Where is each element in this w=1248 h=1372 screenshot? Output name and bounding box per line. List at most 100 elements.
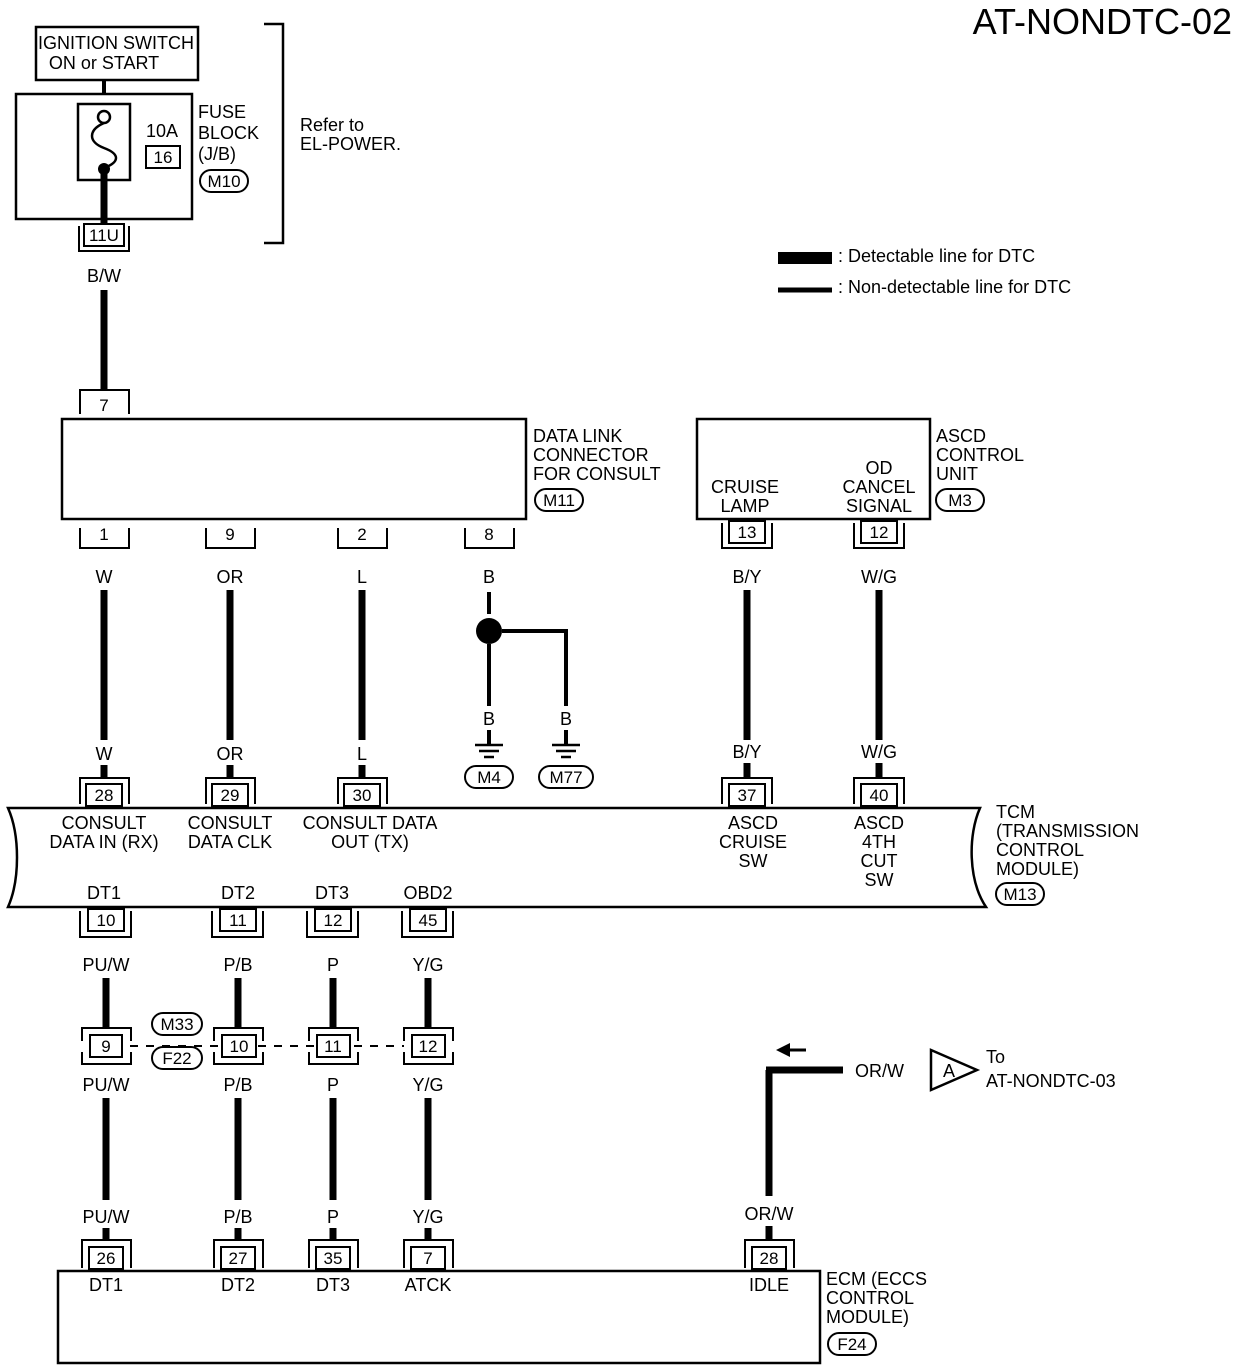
wire-label-pb-2: P/B — [223, 1075, 252, 1095]
ecm-pin-28-bracket — [744, 1239, 795, 1268]
ascd-pin-13-box — [728, 520, 766, 544]
ecm-pin-7-bracket — [403, 1239, 454, 1268]
joint-pin-10: 10 — [230, 1037, 249, 1056]
tcm-pin-30: 30 — [353, 786, 372, 805]
tcm-pin-28-bracket — [79, 777, 130, 804]
wire-label-w-top: W — [96, 567, 113, 587]
joint-pin-9: 9 — [101, 1037, 110, 1056]
tcm-pin-37: 37 — [738, 786, 757, 805]
wire-label-yg-1: Y/G — [412, 955, 443, 975]
fuse-terminal-text: 11U — [89, 226, 119, 245]
fuse-link — [90, 121, 118, 170]
joint-pin-12-top-bracket — [403, 1027, 454, 1041]
tcm-pin-40: 40 — [870, 786, 889, 805]
ecm-connector-text: F24 — [837, 1335, 866, 1354]
legend: : Detectable line for DTC : Non-detectab… — [778, 246, 1071, 297]
tcm-connector-text: M13 — [1003, 885, 1036, 904]
tcm-pin-10-bracket — [79, 911, 132, 938]
ascd-pin-12-box — [860, 520, 898, 544]
ecm-pin-35-box — [315, 1246, 351, 1270]
wire-label-b-m77: B — [560, 709, 572, 729]
dlc-label-2: CONNECTOR — [533, 445, 649, 465]
joint-f22-badge — [151, 1046, 203, 1070]
cruise-lamp-line1: CRUISE — [711, 477, 779, 497]
tcm-ascd-cruise-1: ASCD — [728, 813, 778, 833]
tcm-connector-badge — [995, 882, 1045, 906]
dlc-pin-8: 8 — [484, 525, 493, 544]
fuse-label-3: (J/B) — [198, 144, 236, 164]
tcm-pin-10: 10 — [97, 911, 116, 930]
wire-label-or-bottom: OR — [217, 744, 244, 764]
tcm-label-dt1: DT1 — [87, 883, 121, 903]
joint-pin-10-top-bracket — [213, 1027, 264, 1041]
tcm-pin-29-box — [211, 783, 249, 807]
offpage-letter: A — [943, 1061, 955, 1081]
tcm-pin-28: 28 — [95, 786, 114, 805]
tcm-label-obd2: OBD2 — [403, 883, 452, 903]
wire-b-branch — [502, 629, 568, 706]
tcm-consult-clk-2: DATA CLK — [188, 832, 272, 852]
ecm-pin-26: 26 — [97, 1249, 116, 1268]
ecm-pin-35: 35 — [324, 1249, 343, 1268]
ascd-label-2: CONTROL — [936, 445, 1024, 465]
tcm-label-2: (TRANSMISSION — [996, 821, 1139, 841]
wire-label-pb-1: P/B — [223, 955, 252, 975]
wire-label-orw-2: OR/W — [745, 1204, 794, 1224]
ground-m4-text: M4 — [477, 768, 501, 787]
od-cancel-line3: SIGNAL — [846, 496, 912, 516]
joint-pin-9-bottom-bracket — [81, 1052, 132, 1065]
fuse-label-2: BLOCK — [198, 123, 259, 143]
tcm-pin-29-bracket — [205, 777, 256, 804]
wire-label-b-top: B — [483, 567, 495, 587]
ignition-switch: IGNITION SWITCH ON or START — [34, 25, 200, 82]
ecm-pin-label-atck: ATCK — [405, 1275, 452, 1295]
tcm-label-dt2: DT2 — [221, 883, 255, 903]
dlc-pin-2: 2 — [357, 525, 366, 544]
wire-label-w-bottom: W — [96, 744, 113, 764]
tcm-pin-45-box — [409, 908, 447, 932]
ascd-pin-13-bracket — [721, 523, 773, 549]
direction-arrow-icon — [776, 1043, 790, 1057]
ecm-label-1: ECM (ECCS — [826, 1269, 927, 1289]
ascd-label-3: UNIT — [936, 464, 978, 484]
wire-label-p-3: P — [327, 1207, 339, 1227]
wire-label-l-bottom: L — [357, 744, 367, 764]
wire-label-bw: B/W — [87, 266, 121, 286]
ground-m4-badge — [464, 765, 514, 789]
ignition-switch-line1: IGNITION SWITCH — [38, 33, 194, 53]
fuse-connector-badge — [199, 169, 249, 193]
wire-label-l-top: L — [357, 567, 367, 587]
dlc-label-3: FOR CONSULT — [533, 464, 661, 484]
tcm-ascd-4th-1: ASCD — [854, 813, 904, 833]
ecm-label-2: CONTROL — [826, 1288, 914, 1308]
tcm-pin-11-box — [219, 908, 257, 932]
wire-label-p-2: P — [327, 1075, 339, 1095]
tcm-consult-in-1: CONSULT — [62, 813, 147, 833]
tcm-pin-11-bracket — [211, 911, 264, 938]
ecm-connector-badge — [827, 1332, 877, 1356]
wire-label-puw-1: PU/W — [83, 955, 130, 975]
wire-label-puw-2: PU/W — [83, 1075, 130, 1095]
tcm-pin-11: 11 — [229, 911, 247, 930]
fuse-number-box — [145, 145, 181, 169]
joint-pin-12: 12 — [419, 1037, 438, 1056]
fuse-terminal-bracket — [78, 226, 130, 252]
ignition-switch-line2: ON or START — [49, 53, 159, 73]
tcm-pin-30-bracket — [337, 777, 388, 804]
ascd-pin-12: 12 — [870, 523, 889, 542]
dlc-top-pin: 7 — [99, 396, 108, 415]
wire-label-p-1: P — [327, 955, 339, 975]
tcm-ascd-4th-4: SW — [865, 870, 894, 890]
wire-label-pb-3: P/B — [223, 1207, 252, 1227]
od-cancel-line1: OD — [866, 458, 893, 478]
dlc-connector-badge — [534, 488, 584, 512]
refer-line1: Refer to — [300, 115, 364, 135]
joint-pin-11-bottom-bracket — [308, 1052, 359, 1065]
ecm-pin-label-dt1: DT1 — [89, 1275, 123, 1295]
ecm-label-3: MODULE) — [826, 1307, 909, 1327]
ascd-connector-text: M3 — [948, 491, 972, 510]
tcm-pin-37-box — [728, 783, 766, 807]
fuse-number: 16 — [154, 148, 173, 167]
tcm-pin-45-bracket — [401, 911, 454, 938]
